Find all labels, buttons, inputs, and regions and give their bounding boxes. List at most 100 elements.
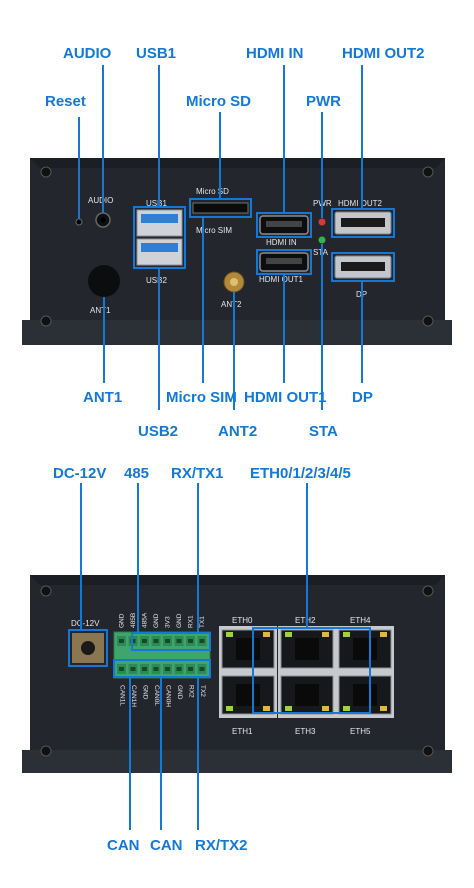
usb2-tongue [141,243,178,252]
pin-label-top: GND [176,613,183,628]
label-sta: STA [309,423,338,440]
eth-jack [236,684,260,706]
reset-button [75,218,83,226]
terminal-screw-hole [153,639,159,643]
terminal-screw-hole [165,667,170,671]
terminal-screw-hole [130,667,136,671]
eth-led-activity [263,632,270,637]
eth-led-activity [380,632,387,637]
terminal-screw-hole [188,639,193,643]
label-reset: Reset [45,93,86,110]
terminal-bottom-row [117,664,207,674]
silk-hdmi-out1: HDMI OUT1 [259,275,304,284]
rear-chassis-top [30,575,445,585]
silk-sta: STA [313,248,329,257]
eth-led-link [343,632,350,637]
terminal-screw-hole [119,639,124,643]
pin-label-top: TX1 [199,616,206,628]
label-dc: DC-12V [53,465,106,482]
eth-led-activity [322,632,329,637]
label-dp: DP [352,389,373,406]
pin-label-top: GND [153,613,160,628]
silk-usb2: USB2 [146,276,167,285]
pin-label-bottom: CAN1H [130,685,137,707]
ethernet-ports [219,626,394,718]
dc-highlight [68,629,108,667]
silk-micro-sim: Micro SIM [196,226,232,235]
silk-ant2: ANT2 [221,300,242,309]
terminal-screw-hole [119,667,124,671]
label-eth: ETH0/1/2/3/4/5 [250,465,351,482]
pin-label-bottom: RX2 [188,685,195,698]
label-rx-tx2: RX/TX2 [195,837,248,854]
label-rx-tx1: RX/TX1 [171,465,224,482]
silk-hdmi-out2: HDMI OUT2 [338,199,383,208]
eth-jack [295,684,319,706]
silk-usb1: USB1 [146,199,167,208]
hdmi-out2-inner [341,218,385,227]
front-chassis-top [30,158,445,168]
label-hdmi-out1: HDMI OUT1 [244,389,327,406]
sta-led [318,236,326,244]
front-chassis [30,158,445,330]
label-micro-sim: Micro SIM [166,389,237,406]
eth-led-activity [380,706,387,711]
pin-label-top: 485B [130,613,137,628]
pin-label-top: 3V3 [165,616,172,628]
silk-hdmi-in: HDMI IN [266,238,297,247]
label-usb2: USB2 [138,423,178,440]
terminal-screw-hole [176,667,182,671]
terminal-screw-hole [199,639,205,643]
terminal-screw-hole [153,667,159,671]
eth-led-activity [263,706,270,711]
screw [422,745,434,757]
label-pwr: PWR [306,93,341,110]
terminal-block [113,631,211,679]
label-usb1: USB1 [136,45,176,62]
ant2-connector-core [230,278,238,286]
eth-jack [353,684,377,706]
screw [422,315,434,327]
pin-label-bottom: CAN0L [153,685,160,706]
front-panel: AUDIO USB1 USB2 Micro SD Micro SIM ANT1 … [22,45,452,440]
silk-dc: DC-12V [71,619,100,628]
pin-label-bottom: CAN1L [119,685,126,706]
eth-highlight [252,627,371,714]
silk-eth4: ETH4 [350,616,371,625]
pin-label-top: GND [119,613,126,628]
hdmi-in-inner [266,221,302,227]
pwr-led [318,218,326,226]
eth-jack [353,638,377,660]
terminal-screw-hole [176,639,182,643]
screw [40,585,52,597]
screw [40,315,52,327]
silk-eth0: ETH0 [232,616,253,625]
label-audio: AUDIO [63,45,112,62]
terminal-screw-hole [199,667,205,671]
eth-led-link [343,706,350,711]
screw [422,166,434,178]
label-485: 485 [124,465,149,482]
terminal-screw-hole [165,639,170,643]
silk-ant1: ANT1 [90,306,111,315]
eth-led-link [285,632,292,637]
dp-inner [341,262,385,271]
eth-jack [236,638,260,660]
label-micro-sd: Micro SD [186,93,251,110]
silk-eth5: ETH5 [350,727,371,736]
eth-led-link [285,706,292,711]
micro-sd-slot [192,202,249,214]
label-can-a: CAN [107,837,140,854]
silk-eth2: ETH2 [295,616,316,625]
screw [40,745,52,757]
label-ant2: ANT2 [218,423,257,440]
hdmi-out1-inner [266,258,302,264]
terminal-screw-hole [142,639,147,643]
eth-led-activity [322,706,329,711]
silk-eth1: ETH1 [232,727,253,736]
label-can-b: CAN [150,837,183,854]
eth-led-link [226,632,233,637]
